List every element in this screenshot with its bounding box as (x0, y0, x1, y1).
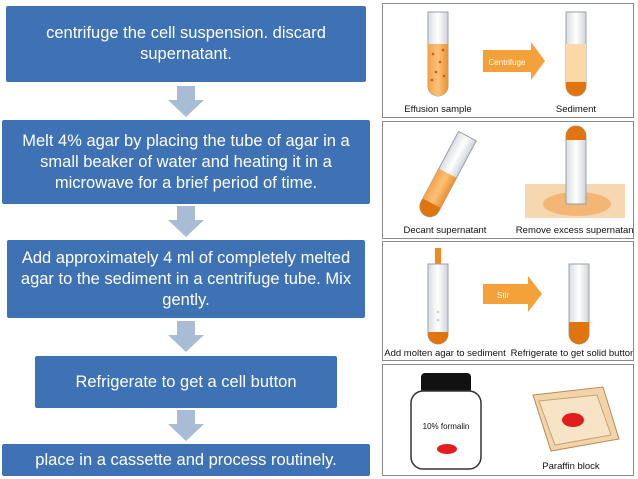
jar-label-formalin: 10% formalin (423, 422, 470, 431)
step-5-box: place in a cassette and process routinel… (2, 444, 370, 476)
down-arrow-3 (168, 321, 204, 352)
caption-paraffin-block: Paraffin block (542, 461, 600, 472)
caption-remove-excess: Remove excess supernatant (516, 225, 634, 236)
panel-centrifuge-illustration: Effusion sample Centrifuge Sediment (404, 11, 596, 115)
step-3-text: Add approximately 4 ml of completely mel… (20, 248, 352, 309)
step-3-box: Add approximately 4 ml of completely mel… (7, 240, 365, 318)
sediment-tube-icon (565, 11, 587, 97)
caption-effusion-sample: Effusion sample (404, 104, 471, 115)
panel-formalin: 10% formalin Paraffin block (382, 364, 634, 476)
arrow-label-centrifuge: Centrifuge (489, 58, 526, 67)
tilted-tube-icon (419, 130, 477, 218)
caption-add-molten-agar: Add molten agar to sediment (384, 348, 506, 359)
step-4-text: Refrigerate to get a cell button (75, 372, 297, 391)
pipette-tube-icon (427, 248, 449, 345)
step-2-box: Melt 4% agar by placing the tube of agar… (2, 120, 370, 204)
down-arrow-2 (168, 206, 204, 237)
paraffin-block-icon (532, 386, 620, 452)
step-5-text: place in a cassette and process routinel… (35, 450, 337, 469)
down-arrow-1 (168, 86, 204, 117)
down-arrow-4 (168, 410, 204, 441)
caption-refrigerate-solid: Refrigerate to get solid button (511, 348, 634, 359)
arrow-label-stir: Stir (497, 291, 509, 300)
stir-arrow-icon: Stir (483, 276, 542, 312)
formalin-jar-icon (410, 373, 482, 470)
panel-decant-illustration: Decant supernatant Remove excess superna… (404, 125, 634, 236)
solid-button-tube-icon (568, 263, 590, 345)
centrifuge-arrow-icon: Centrifuge (483, 42, 545, 80)
step-2-text: Melt 4% agar by placing the tube of agar… (22, 131, 350, 192)
step-1-box: centrifuge the cell suspension. discard … (6, 6, 366, 82)
inverted-tube-icon (525, 125, 625, 218)
caption-sediment: Sediment (556, 104, 596, 115)
panel-agar-illustration: Add molten agar to sediment Stir Refrige… (384, 248, 634, 359)
effusion-tube-icon (427, 11, 449, 97)
panel-centrifuge: Effusion sample Centrifuge Sediment (382, 3, 634, 118)
step-1-text: centrifuge the cell suspension. discard … (46, 24, 326, 63)
panel-formalin-illustration: 10% formalin Paraffin block (410, 373, 620, 472)
caption-decant-supernatant: Decant supernatant (404, 225, 487, 236)
step-4-box: Refrigerate to get a cell button (35, 356, 337, 408)
panel-agar: Add molten agar to sediment Stir Refrige… (382, 241, 634, 361)
panel-decant: Decant supernatant Remove excess superna… (382, 121, 634, 239)
